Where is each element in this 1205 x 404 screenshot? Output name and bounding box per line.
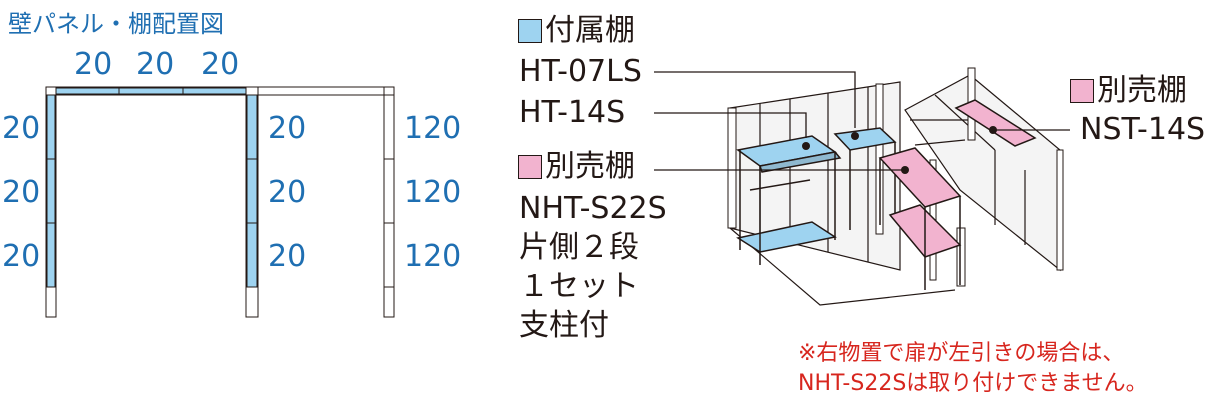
left-label-1: 20 <box>2 111 41 146</box>
left-label-3: 20 <box>2 239 41 274</box>
separate-shelf-right-legend: 別売棚 <box>1070 74 1187 108</box>
left-label-2: 20 <box>2 175 41 210</box>
note-line-2: NHT-S22Sは取り付けできません。 <box>798 371 1148 396</box>
separate-shelf-swatch <box>518 155 542 179</box>
top-label-2: 20 <box>136 47 175 82</box>
attached-shelf-legend: 付属棚 <box>518 14 635 48</box>
separate-shelf-label: 別売棚 <box>545 149 635 184</box>
attached-shelf-swatch <box>518 19 542 43</box>
right-label-1: 120 <box>404 111 462 146</box>
attached-shelf-item-1: HT-07LS <box>519 54 642 89</box>
separate-shelf-item-1: NHT-S22S <box>519 191 667 226</box>
separate-shelf-item-4: 支柱付 <box>519 308 609 343</box>
separate-shelf-right-item-1: NST-14S <box>1080 112 1205 147</box>
right-label-2: 120 <box>404 175 462 210</box>
top-label-1: 20 <box>74 47 113 82</box>
attached-shelf-item-2: HT-14S <box>519 95 626 130</box>
attached-shelf-label: 付属棚 <box>545 13 635 48</box>
right-label-3: 120 <box>404 239 462 274</box>
separate-shelf-right-label: 別売棚 <box>1097 73 1187 108</box>
separate-shelf-item-3: １セット <box>519 269 639 304</box>
right-panel-column <box>383 86 395 318</box>
separate-shelf-item-2: 片側２段 <box>519 230 639 265</box>
middle-label-2: 20 <box>268 175 307 210</box>
middle-label-1: 20 <box>268 111 307 146</box>
separate-shelf-legend: 別売棚 <box>518 150 635 184</box>
note-line-1: ※右物置で扉が左引きの場合は、 <box>798 341 1125 366</box>
middle-label-3: 20 <box>268 239 307 274</box>
separate-shelf-right-swatch <box>1070 79 1094 103</box>
diagram-title: 壁パネル・棚配置図 <box>8 10 224 38</box>
top-label-3: 20 <box>201 47 240 82</box>
